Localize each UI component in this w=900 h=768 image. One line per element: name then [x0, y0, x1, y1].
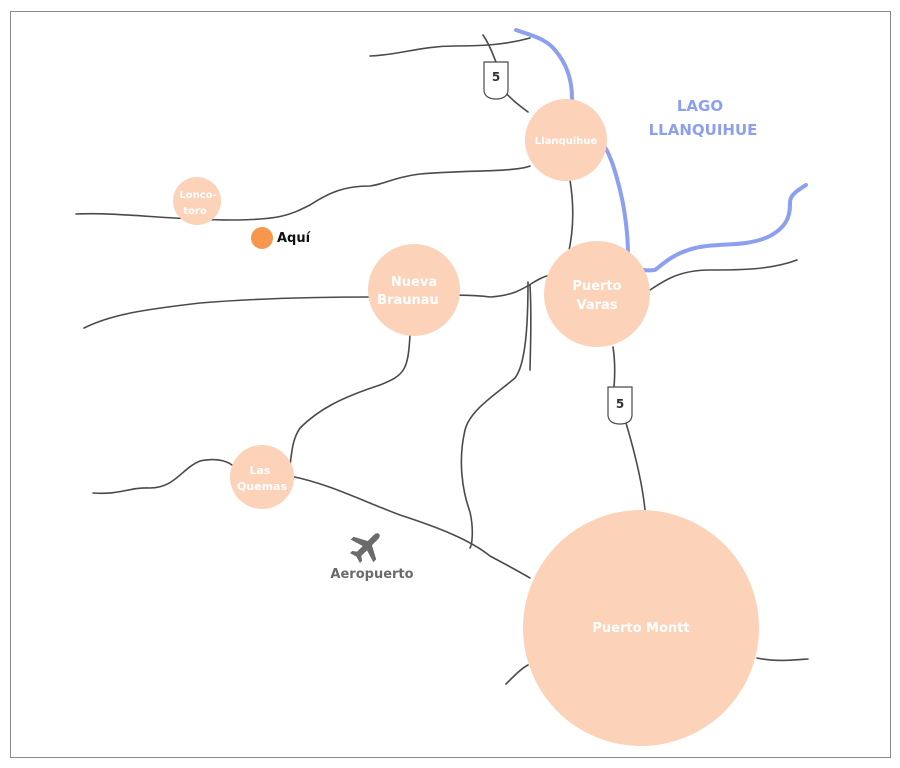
location-marker[interactable]: Aquí [251, 227, 312, 249]
city-lonco-toro-marker[interactable] [173, 177, 221, 225]
road-route5-south-top [612, 346, 616, 388]
city-puerto-varas-marker[interactable] [544, 241, 650, 347]
route-shield-north-icon [483, 61, 509, 100]
city-las-quemas[interactable]: Las Quemas [230, 445, 294, 509]
city-lonco-toro-label-line2: toro [183, 206, 207, 217]
road-main-west [83, 274, 551, 329]
road-braunau-south [289, 334, 411, 466]
road-lasquemas-montt [289, 475, 531, 579]
city-puerto-montt-label: Puerto Montt [592, 621, 689, 636]
route-shield-north: 5 [483, 61, 509, 100]
city-puerto-montt[interactable]: Puerto Montt [523, 510, 759, 746]
route-shield-south-number: 5 [616, 397, 624, 411]
road-montt-west [505, 664, 529, 685]
city-puerto-varas-label-line2: Varas [576, 298, 617, 313]
lake-label-line2: LLANQUIHUE [649, 121, 758, 139]
city-nueva-braunau-marker[interactable] [368, 244, 460, 336]
road-route5-to-llanquihue [504, 91, 529, 113]
road-west-loncotoro [75, 165, 531, 221]
road-north-top [369, 37, 531, 57]
city-llanquihue[interactable]: Llanquihue [525, 99, 607, 181]
road-llanquihue-to-varas [567, 179, 574, 256]
location-marker-label: Aquí [277, 231, 312, 246]
city-las-quemas-marker[interactable] [230, 445, 294, 509]
city-lonco-toro[interactable]: Lonco- toro [173, 177, 221, 225]
city-puerto-montt-marker[interactable] [523, 510, 759, 746]
route-shield-north-number: 5 [492, 70, 500, 84]
road-route5-north [482, 34, 497, 63]
road-varas-east [649, 259, 798, 291]
airport[interactable]: Aeropuerto [330, 523, 414, 582]
city-puerto-varas-label-line1: Puerto [572, 279, 621, 294]
lake-label-line1: LAGO [677, 97, 723, 115]
road-inner-north-south [460, 281, 529, 549]
road-route5-south-bottom [625, 422, 646, 511]
road-montt-east [756, 657, 809, 662]
roads [75, 34, 809, 685]
location-marker-icon[interactable] [251, 227, 273, 249]
city-lonco-toro-label-line1: Lonco- [179, 190, 216, 201]
route-shield-south: 5 [607, 386, 633, 425]
city-las-quemas-label-line2: Quemas [237, 480, 288, 493]
airplane-icon[interactable] [344, 523, 391, 570]
city-nueva-braunau[interactable]: Nueva Braunau [368, 244, 460, 336]
city-llanquihue-label: Llanquihue [535, 136, 598, 147]
road-west-lasquemas [92, 458, 233, 495]
airport-label: Aeropuerto [330, 567, 413, 582]
route-shield-south-icon [607, 386, 633, 425]
city-llanquihue-marker[interactable] [525, 99, 607, 181]
road-inner-short [529, 284, 532, 371]
city-nueva-braunau-label-line2: Braunau [377, 293, 439, 308]
city-nueva-braunau-label-line1: Nueva [391, 275, 437, 290]
city-las-quemas-label-line1: Las [250, 464, 271, 477]
city-puerto-varas[interactable]: Puerto Varas [544, 241, 650, 347]
